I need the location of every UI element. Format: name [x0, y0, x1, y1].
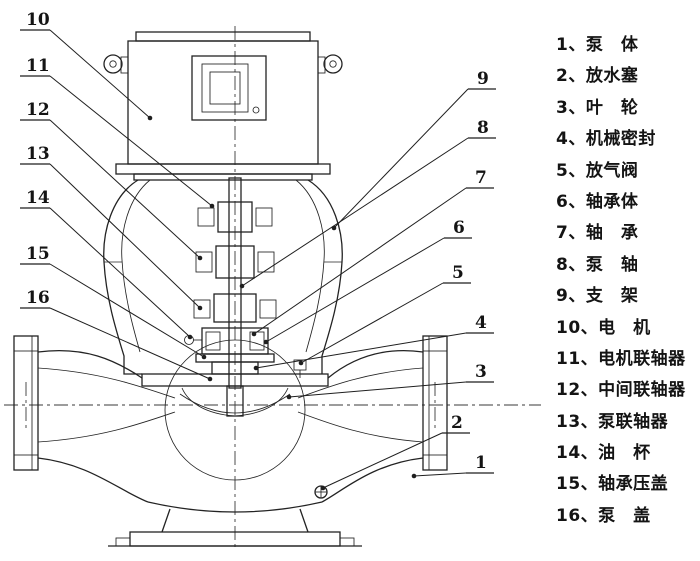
- legend-item: 7、轴 承: [556, 223, 639, 244]
- svg-text:5: 5: [452, 263, 464, 283]
- svg-text:13: 13: [26, 144, 50, 164]
- discharge-flange: [422, 335, 448, 471]
- callout-1: 1: [411, 453, 494, 479]
- motor-coupling: [197, 201, 273, 233]
- lifting-eye-left: [103, 54, 129, 74]
- volute-casing: [37, 339, 424, 513]
- callout-10: 10: [20, 10, 153, 121]
- callout-5: 5: [298, 263, 471, 366]
- diagram-area: 10 11 12 13 14: [4, 10, 541, 550]
- callout-3: 3: [286, 362, 494, 400]
- callout-13: 13: [20, 144, 203, 311]
- svg-text:14: 14: [26, 188, 50, 208]
- svg-text:7: 7: [475, 168, 487, 188]
- callout-8: 8: [239, 118, 496, 289]
- suction-flange: [13, 335, 39, 471]
- legend-item: 3、叶 轮: [556, 97, 639, 118]
- legend-item: 2、放水塞: [556, 66, 639, 87]
- svg-text:8: 8: [477, 118, 489, 138]
- callout-2: 2: [320, 413, 470, 491]
- pump-shaft: [228, 177, 242, 389]
- lifting-eye-right: [317, 54, 343, 74]
- callout-14: 14: [20, 188, 193, 340]
- support-bracket: [103, 173, 343, 375]
- callout-6: 6: [263, 218, 472, 345]
- svg-text:10: 10: [26, 10, 50, 30]
- legend-item: 6、轴承体: [556, 191, 639, 212]
- callout-9: 9: [331, 69, 496, 231]
- pump-cross-section-diagram: 10 11 12 13 14: [4, 10, 541, 550]
- legend-item: 16、泵 盖: [556, 505, 651, 526]
- legend-item: 8、泵 轴: [556, 254, 639, 275]
- svg-text:11: 11: [26, 56, 50, 76]
- svg-text:1: 1: [475, 453, 487, 473]
- intermediate-coupling: [195, 245, 275, 279]
- parts-legend: 1、泵 体 2、放水塞 3、叶 轮 4、机械密封 5、放气阀 6、轴承体 7、轴…: [556, 30, 696, 532]
- terminal-box: [191, 55, 267, 121]
- legend-item: 4、机械密封: [556, 129, 656, 150]
- legend-item: 15、轴承压盖: [556, 474, 669, 495]
- callout-12: 12: [20, 100, 203, 261]
- legend-item: 11、电机联轴器: [556, 348, 686, 369]
- oil-cup: [184, 335, 202, 345]
- svg-text:16: 16: [26, 288, 50, 308]
- motor: [103, 31, 343, 175]
- legend-item: 14、油 杯: [556, 443, 651, 464]
- legend-item: 9、支 架: [556, 286, 639, 307]
- callout-15: 15: [20, 244, 207, 360]
- legend-item: 1、泵 体: [556, 35, 639, 55]
- impeller: [179, 385, 291, 417]
- svg-text:4: 4: [475, 313, 487, 333]
- callout-4: 4: [253, 313, 494, 371]
- callout-11: 11: [20, 56, 215, 209]
- bearing-left: [205, 331, 221, 351]
- base: [108, 508, 362, 547]
- svg-text:2: 2: [451, 413, 463, 433]
- svg-text:9: 9: [477, 69, 489, 89]
- legend-item: 5、放气阀: [556, 160, 639, 181]
- svg-text:12: 12: [26, 100, 50, 120]
- svg-text:3: 3: [475, 362, 487, 382]
- pump-coupling: [193, 293, 277, 323]
- svg-text:15: 15: [26, 244, 50, 264]
- svg-text:6: 6: [453, 218, 465, 238]
- legend-item: 12、中间联轴器: [556, 380, 686, 401]
- callout-7: 7: [251, 168, 494, 337]
- legend-item: 10、电 机: [556, 317, 651, 338]
- legend-item: 13、泵联轴器: [556, 411, 669, 432]
- motor-flange: [115, 163, 331, 175]
- callout-16: 16: [20, 288, 213, 382]
